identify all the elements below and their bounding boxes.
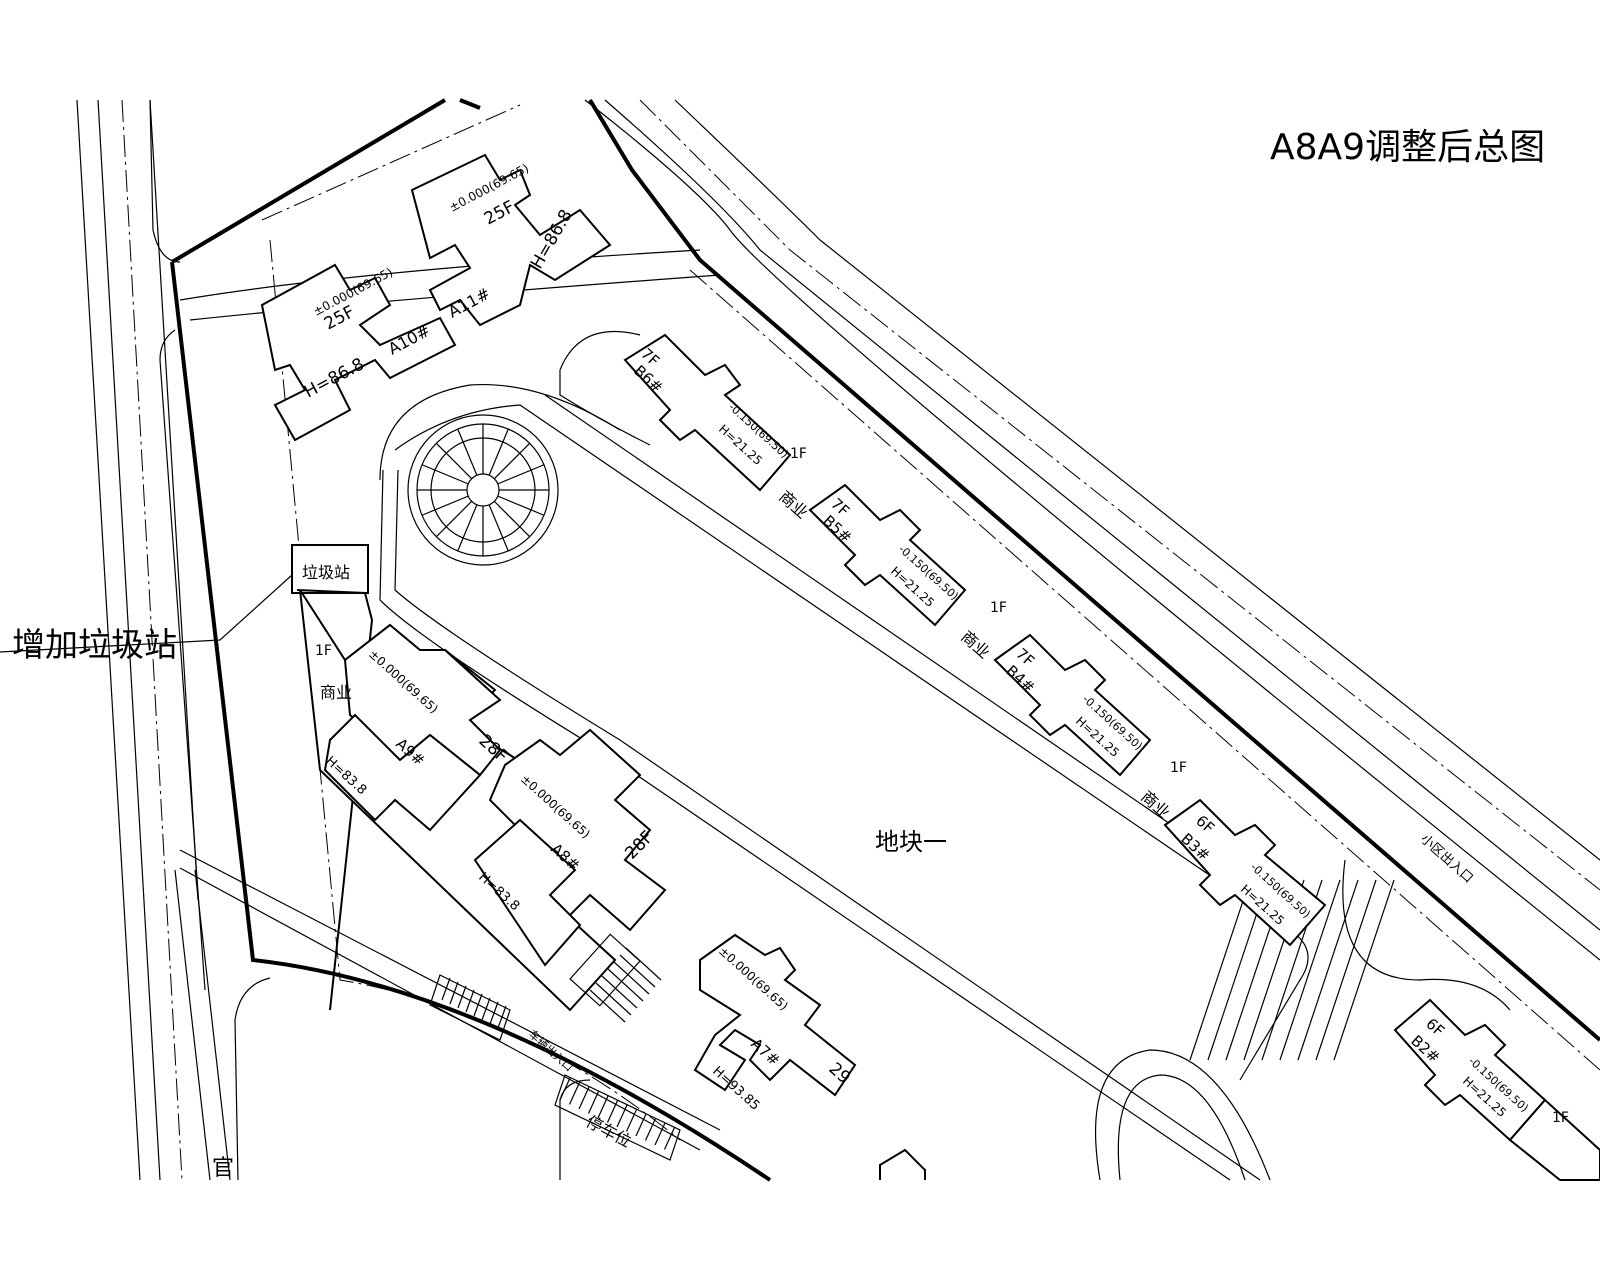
b6-podium-floors: 1F — [790, 446, 807, 462]
plaza-spoke — [493, 500, 531, 538]
b5-podium-use: 商业 — [957, 627, 994, 663]
plot-label: 地块一 — [875, 828, 947, 856]
parking-hatch — [613, 961, 650, 995]
a9-podium-floors: 1F — [315, 643, 332, 659]
building-a7: ±0.000(69.65) A7# 29 H=93.85 — [693, 933, 857, 1114]
building-partial — [879, 1148, 926, 1180]
parking-stall — [473, 993, 483, 1017]
building-a11: ±0.000(69.65) 25F A11# H=86.8 — [410, 153, 612, 327]
parking-hatch — [607, 968, 644, 1002]
plaza-spoke — [493, 442, 531, 480]
parking-stall — [616, 1104, 628, 1128]
parking-stall — [568, 1082, 581, 1105]
building-b4: 7F B4# -0.150(69.50) H=21.25 — [993, 633, 1152, 777]
b2-podium-floors: 1F — [1552, 1110, 1569, 1126]
parking-stall — [597, 1095, 609, 1119]
parking-stall — [497, 1005, 507, 1029]
parking-stall — [663, 1127, 676, 1150]
west-road — [76, 99, 271, 1181]
oval-plaza — [1094, 859, 1511, 1181]
plaza-spoke — [497, 464, 545, 485]
plaza-spoke — [457, 428, 478, 476]
round-plaza — [407, 414, 559, 566]
parking-area — [429, 933, 681, 1161]
setback-line — [261, 104, 1600, 1141]
parking-stall — [441, 977, 451, 1001]
parking-stall — [481, 997, 491, 1021]
crosswalk-stripe — [1189, 879, 1251, 1061]
b4-podium-use: 商业 — [1137, 787, 1174, 823]
parking-stall — [606, 1100, 619, 1123]
parking-hatch — [601, 975, 638, 1009]
crosswalk-stripe — [1297, 879, 1359, 1061]
site-boundary — [170, 98, 1600, 1182]
a9-podium-use: 商业 — [320, 683, 352, 702]
building-a10: ±0.000(69.65) 25F A10# H=86.8 — [260, 263, 457, 442]
building-b5: 7F B5# -0.150(69.50) H=21.25 — [808, 483, 967, 627]
parking-stall — [654, 1122, 666, 1146]
plaza-spoke — [421, 464, 469, 485]
plaza-spoke — [435, 500, 473, 538]
parking-stall — [489, 1001, 499, 1025]
parking-label: 停车位 — [583, 1112, 634, 1151]
plaza-spoke — [488, 428, 509, 476]
building-a9-a8: 1F 商业 ±0.000(69.65) A9# 28F H=83.8 ±0.00… — [296, 589, 667, 1012]
parking-hatch — [589, 989, 626, 1023]
parking-stall — [449, 981, 459, 1005]
plaza-spoke — [457, 504, 478, 552]
parking-hatch — [595, 982, 632, 1016]
annotation-add-garbage-station: 增加垃圾站 — [12, 625, 177, 664]
parking-stall — [457, 985, 467, 1009]
plaza-spoke — [488, 504, 509, 552]
community-entrance-label: 小区出入口 — [1417, 832, 1475, 887]
garbage-station: 垃圾站 — [0, 544, 369, 653]
vehicle-entrance-label: 车辆出入口 — [526, 1027, 576, 1074]
crosswalk-stripe — [1333, 879, 1395, 1061]
drawing-title: A8A9调整后总图 — [1270, 127, 1546, 168]
plaza-spoke — [435, 442, 473, 480]
parking-stall — [635, 1113, 647, 1137]
north-east-road — [584, 99, 1600, 961]
parking-stall — [644, 1118, 657, 1141]
parking-stall — [587, 1091, 600, 1114]
plaza-spoke — [497, 495, 545, 516]
b6-podium-use: 商业 — [775, 487, 812, 523]
crosswalk-stripe — [1279, 879, 1341, 1061]
building-b3: 6F B3# -0.150(69.50) H=21.25 — [1163, 798, 1327, 947]
garbage-station-label: 垃圾站 — [302, 563, 350, 582]
parking-stall — [465, 989, 475, 1013]
crosswalk-stripe — [1315, 879, 1377, 1061]
b5-podium-floors: 1F — [990, 600, 1007, 616]
road-label: 官 — [212, 1156, 234, 1181]
parking-stall — [559, 1077, 571, 1101]
building-b2: 6F B2# -0.150(69.50) H=21.25 — [1393, 998, 1600, 1181]
parking-hatch — [625, 947, 662, 981]
parking-stall — [578, 1086, 590, 1110]
plaza-spoke — [421, 495, 469, 516]
parking-stall — [625, 1109, 638, 1132]
b4-podium-floors: 1F — [1170, 760, 1187, 776]
parking-hatch — [619, 954, 656, 988]
